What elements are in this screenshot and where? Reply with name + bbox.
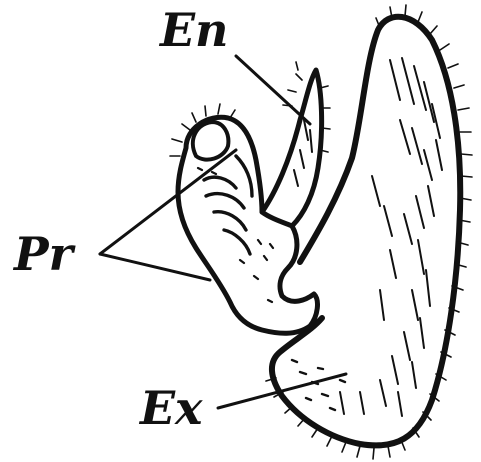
endopodite-outline: [262, 62, 330, 226]
label-ex: Ex: [138, 381, 203, 435]
ex-leader-line: [218, 374, 346, 408]
label-en: En: [158, 3, 229, 57]
pr-leader-line-lower: [100, 254, 210, 280]
label-pr: Pr: [12, 227, 77, 281]
pr-leader-line-upper: [100, 150, 236, 254]
en-leader-line: [236, 56, 310, 124]
